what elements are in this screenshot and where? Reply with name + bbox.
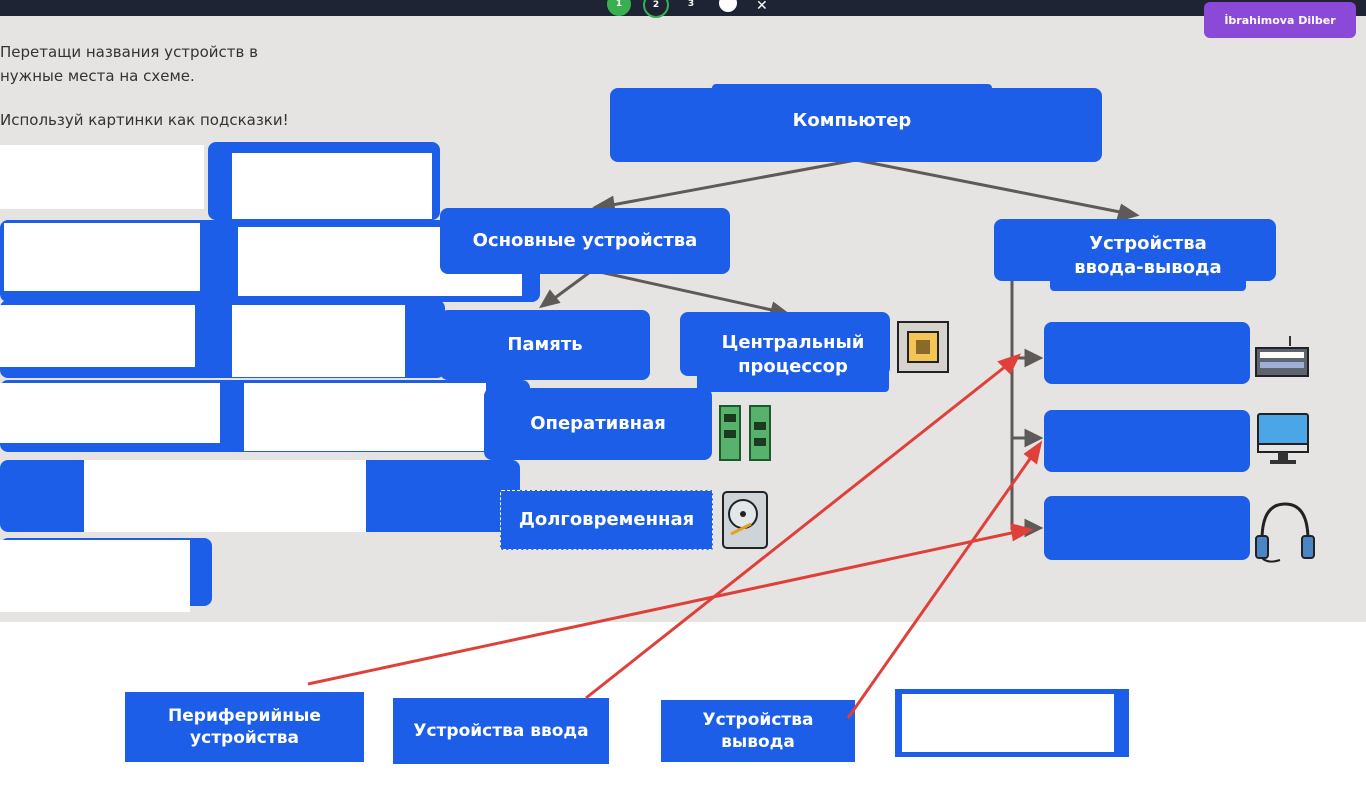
arrowhead	[1024, 518, 1044, 538]
instructions-text: Перетащи названия устройств в нужные мес…	[0, 40, 330, 132]
connector-line	[551, 270, 591, 302]
hidden-card	[84, 460, 366, 532]
hidden-card	[0, 540, 190, 612]
arrowhead	[1024, 348, 1044, 368]
io-slot-input[interactable]	[1044, 322, 1250, 384]
connector-line	[611, 158, 857, 207]
connector-line	[855, 158, 1121, 214]
ram-node[interactable]: Оперативная	[484, 388, 712, 460]
smiley-icon[interactable]	[719, 0, 737, 12]
output-devices-label[interactable]: Устройства вывода	[661, 700, 855, 762]
ram-module-icon	[719, 405, 771, 461]
fullscreen-icon[interactable]: ✕	[756, 0, 768, 14]
hidden-card	[4, 223, 200, 291]
cpu-node[interactable]: Центральный процессор	[697, 318, 889, 392]
arrowhead	[1024, 428, 1044, 448]
hidden-card	[902, 694, 1114, 752]
hidden-card	[0, 383, 220, 443]
step-2-indicator[interactable]: 2	[643, 0, 669, 18]
hidden-card	[0, 305, 195, 367]
hidden-card	[232, 305, 405, 377]
instruction-line: нужные места на схеме.	[0, 67, 195, 85]
instruction-line: Перетащи названия устройств в	[0, 43, 258, 61]
io-devices-node[interactable]: Устройства ввода-вывода	[1050, 221, 1246, 291]
hidden-card	[244, 383, 486, 451]
hidden-card	[0, 145, 204, 209]
arrowhead	[538, 289, 561, 309]
monitor-icon	[1257, 413, 1309, 464]
keyboard-icon	[1255, 336, 1309, 377]
hidden-card	[232, 153, 432, 219]
peripheral-devices-label[interactable]: Периферийные устройства	[125, 692, 364, 762]
user-badge[interactable]: İbrahimova Dilber	[1204, 2, 1356, 38]
quiz-screen: 1 2 3 ✕ İbrahimova Dilber Перетащи назва…	[0, 0, 1366, 622]
step-1-indicator[interactable]: 1	[607, 0, 631, 16]
io-slot-peripheral[interactable]	[1044, 496, 1250, 560]
memory-node[interactable]: Память	[440, 310, 650, 380]
instruction-line: Используй картинки как подсказки!	[0, 111, 289, 129]
main-devices-node[interactable]: Основные устройства	[440, 208, 730, 274]
hard-disk-icon	[722, 491, 768, 549]
connector-line	[599, 270, 773, 312]
arrowhead	[1115, 203, 1140, 223]
root-node[interactable]: Компьютер	[712, 84, 992, 158]
input-devices-label[interactable]: Устройства ввода	[393, 698, 609, 764]
top-bar	[0, 0, 1366, 16]
cpu-chip-icon	[897, 321, 949, 373]
step-3-indicator[interactable]: 3	[687, 0, 695, 9]
headphones-icon	[1255, 502, 1315, 563]
io-slot-output[interactable]	[1044, 410, 1250, 472]
storage-node[interactable]: Долговременная	[500, 490, 713, 550]
